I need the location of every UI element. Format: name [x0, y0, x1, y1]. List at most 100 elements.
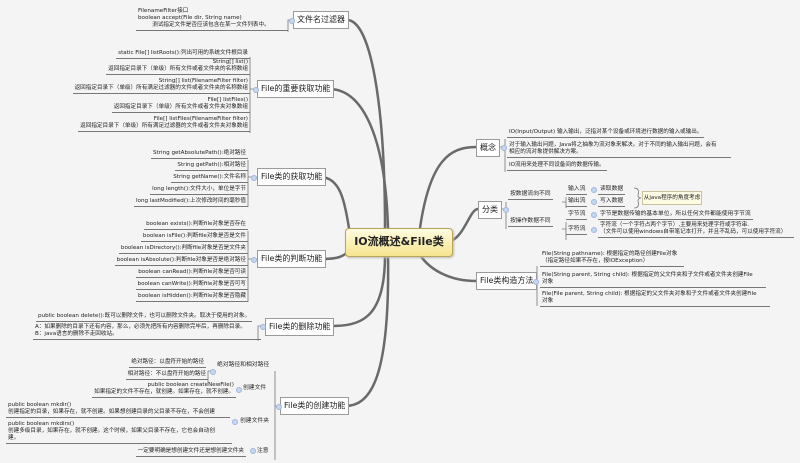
leaf-line: （指定路径如果不存在，报IOException）: [542, 258, 649, 264]
leaf-line: boolean canWrite():判断file对象是否可写: [137, 281, 246, 287]
subtopic-char-stream[interactable]: 字符流: [566, 226, 588, 235]
leaf-line: public boolean mkdir(): [8, 402, 72, 408]
collapse-toggle-icon[interactable]: [591, 227, 597, 233]
collapse-toggle-icon[interactable]: [260, 324, 266, 330]
leaf-item: boolean isAbsolute():判断file对象是否是绝对路径: [114, 257, 248, 266]
collapse-toggle-icon[interactable]: [251, 175, 257, 181]
leaf-line: 测试指定文件是否应该包含在某一文件列表中。: [138, 22, 270, 28]
leaf-line: boolean accept(File dir, String name): [138, 15, 242, 21]
leaf-item: 一定要明确是想创建文件还是想创建文件夹: [135, 448, 246, 457]
leaf-item: String getName():文件名称: [171, 174, 248, 183]
leaf-item: static File[] listRoots():列出可用的系统文件根目录: [116, 50, 250, 59]
topic-important-get[interactable]: File的重要获取功能: [257, 80, 335, 98]
subtopic-op[interactable]: 按操作数据不同: [508, 218, 553, 227]
leaf-line: 对于输入输出问题，Java将之抽象为流对象来解决。对于不同的输入输出问题，会有: [509, 142, 717, 148]
leaf-line: String getAbsolutePath():绝对路径: [152, 150, 246, 156]
leaf-item: public boolean mkdirs()创建多级目录，如果存在，就不创建。…: [6, 421, 232, 444]
leaf-line: 如果指定的文件不存在，就创建。如果存在，就不创建。: [94, 389, 234, 395]
collapse-toggle-icon[interactable]: [210, 369, 216, 375]
topic-delete[interactable]: File类的删除功能: [265, 318, 335, 336]
leaf-line: public boolean createNewFile(): [147, 382, 234, 388]
leaf-item: String[] list()返回指定目录下（单级）所有文件或者文件夹的名称数组: [106, 59, 250, 75]
leaf-item: String getPath():相对路径: [175, 162, 248, 171]
subtopic-create-dir[interactable]: 创建文件夹: [240, 418, 269, 424]
leaf-line: 绝对路径：以盘符开始的路径: [131, 359, 204, 365]
collapse-toggle-icon[interactable]: [236, 387, 242, 393]
topic-get[interactable]: File类的获取功能: [257, 168, 327, 186]
leaf-line: boolean isDirectory():判断file对象是否是文件夹: [120, 245, 246, 251]
leaf-line: A：如果删除的目录下还有内容，那么，必须先把所有内容删除完毕后，再删除目录。: [35, 324, 246, 330]
leaf-item: String getAbsolutePath():绝对路径: [150, 150, 248, 159]
leaf-line: public boolean delete():既可以删除文件，也可以删除文件夹…: [38, 313, 251, 319]
subtopic-input-stream[interactable]: 输入流: [566, 186, 588, 195]
leaf-item: IO流用来处理不同设备间的数据传输。: [507, 162, 607, 171]
topic-filename-filter[interactable]: 文件名过滤器: [293, 11, 349, 29]
leaf-line: FilenameFilter接口: [138, 8, 189, 14]
collapse-toggle-icon[interactable]: [289, 18, 295, 24]
topic-category[interactable]: 分类: [478, 201, 502, 219]
leaf-line: File(File parent, String child): 根据指定的父文…: [542, 291, 757, 297]
collapse-toggle-icon[interactable]: [251, 257, 257, 263]
leaf-line: 相应的流对象提供解决方案。: [509, 149, 582, 155]
collapse-toggle-icon[interactable]: [232, 419, 238, 425]
leaf-byte-desc: 字节是数据传输的基本单位，所以任何文件都能使用字节流: [598, 211, 753, 220]
leaf-line: public boolean mkdirs(): [8, 421, 75, 427]
leaf-line: File(String parent, String child): 根据指定的…: [542, 272, 753, 278]
leaf-item: boolean isFile():判断file对象是否是文件: [140, 233, 248, 242]
leaf-line: boolean isAbsolute():判断file对象是否是绝对路径: [116, 257, 246, 263]
leaf-line: 建。: [8, 435, 20, 441]
leaf-line: 一定要明确是想创建文件还是想创建文件夹: [137, 448, 244, 454]
leaf-item: 对于输入输出问题，Java将之抽象为流对象来解决。对于不同的输入输出问题，会有相…: [507, 142, 731, 158]
leaf-item: boolean isHidden():判断file对象是否隐藏: [136, 293, 248, 302]
subtopic-create-file[interactable]: 创建文件: [243, 385, 267, 391]
leaf-item: public boolean createNewFile()如果指定的文件不存在…: [92, 382, 236, 398]
leaf-line: 返回指定目录下（单级）所有满足过滤器的文件或者文件夹对象数组: [80, 123, 248, 129]
leaf-line: File[] listFiles(FilenameFilter filter): [153, 116, 248, 122]
subtopic-note[interactable]: 注意: [257, 448, 269, 454]
callout-note: 从java程序的角度考虑: [642, 191, 702, 205]
subtopic-byte-stream[interactable]: 字节流: [566, 211, 588, 220]
collapse-toggle-icon[interactable]: [503, 207, 509, 213]
subtopic-path[interactable]: 绝对路径和相对路径: [217, 362, 270, 368]
collapse-toggle-icon[interactable]: [591, 212, 597, 218]
collapse-toggle-icon[interactable]: [591, 187, 597, 193]
collapse-toggle-icon[interactable]: [533, 279, 539, 285]
leaf-line: （文件可以使用windows自带笔记本打开，并且不乱码，可以使用字符流）: [600, 229, 787, 235]
leaf-line: long lastModified():上次修改时间的毫秒值: [136, 198, 246, 204]
collapse-toggle-icon[interactable]: [250, 448, 256, 454]
topic-judge[interactable]: File类的判断功能: [257, 250, 327, 268]
leaf-line: boolean isFile():判断file对象是否是文件: [142, 233, 246, 239]
central-topic[interactable]: IO流概述&File类: [345, 228, 453, 257]
leaf-line: boolean canRead():判断file对象是否可读: [138, 269, 246, 275]
leaf-item: IO(Input/Output) 输入输出，泛指对某个设备或环境进行数据的输入或…: [507, 129, 705, 138]
collapse-toggle-icon[interactable]: [276, 404, 282, 410]
leaf-input-desc: 读取数据: [598, 186, 626, 195]
leaf-filter-desc: FilenameFilter接口 boolean accept(File dir…: [136, 8, 288, 31]
leaf-line: 返回指定目录下（单级）所有满足过滤器的文件或者文件夹的名称数组: [74, 85, 248, 91]
leaf-char-desc: 字符流（一个字符占两个字节）,主要用来处理字符或字符串.（文件可以使用windo…: [598, 222, 794, 238]
leaf-item: boolean canWrite():判断file对象是否可写: [135, 281, 248, 290]
leaf-item: boolean exists():判断file对象是否存在: [144, 221, 248, 230]
collapse-toggle-icon[interactable]: [501, 145, 507, 151]
collapse-toggle-icon[interactable]: [591, 199, 597, 205]
leaf-line: String getPath():相对路径: [177, 162, 246, 168]
subtopic-output-stream[interactable]: 输出流: [566, 198, 588, 207]
leaf-line: 相对路径：不以盘符开始的路径: [127, 371, 206, 377]
leaf-line: String[] list(): [212, 59, 248, 65]
collapse-toggle-icon[interactable]: [253, 87, 259, 93]
topic-constructor[interactable]: File类构造方法: [476, 272, 538, 290]
topic-create[interactable]: File类的创建功能: [280, 397, 350, 415]
leaf-item: public boolean mkdir()创建指定的目录，如果存在，就不创建。…: [6, 402, 230, 418]
subtopic-flow[interactable]: 按数据流向不同: [508, 191, 553, 200]
leaf-item: File(String pathname): 根据指定的路径创建File对象（指…: [540, 251, 684, 267]
leaf-line: 字符流（一个字符占两个字节）,主要用来处理字符或字符串.: [600, 222, 749, 228]
leaf-item: A：如果删除的目录下还有内容，那么，必须先把所有内容删除完毕后，再删除目录。B：…: [33, 324, 261, 340]
leaf-item: File(File parent, String child): 根据指定的父文…: [540, 291, 770, 307]
leaf-item: String[] list(FilenameFilter filter)返回指定…: [72, 78, 250, 94]
leaf-line: static File[] listRoots():列出可用的系统文件根目录: [118, 50, 248, 56]
leaf-line: 返回指定目录下（单级）所有文件或者文件夹的名称数组: [108, 66, 248, 72]
leaf-line: B：java语言的删除不走回收站。: [35, 331, 118, 337]
leaf-output-desc: 写入数据: [598, 198, 626, 207]
leaf-line: File[] listFiles(): [207, 97, 248, 103]
topic-concept[interactable]: 概念: [476, 139, 500, 157]
